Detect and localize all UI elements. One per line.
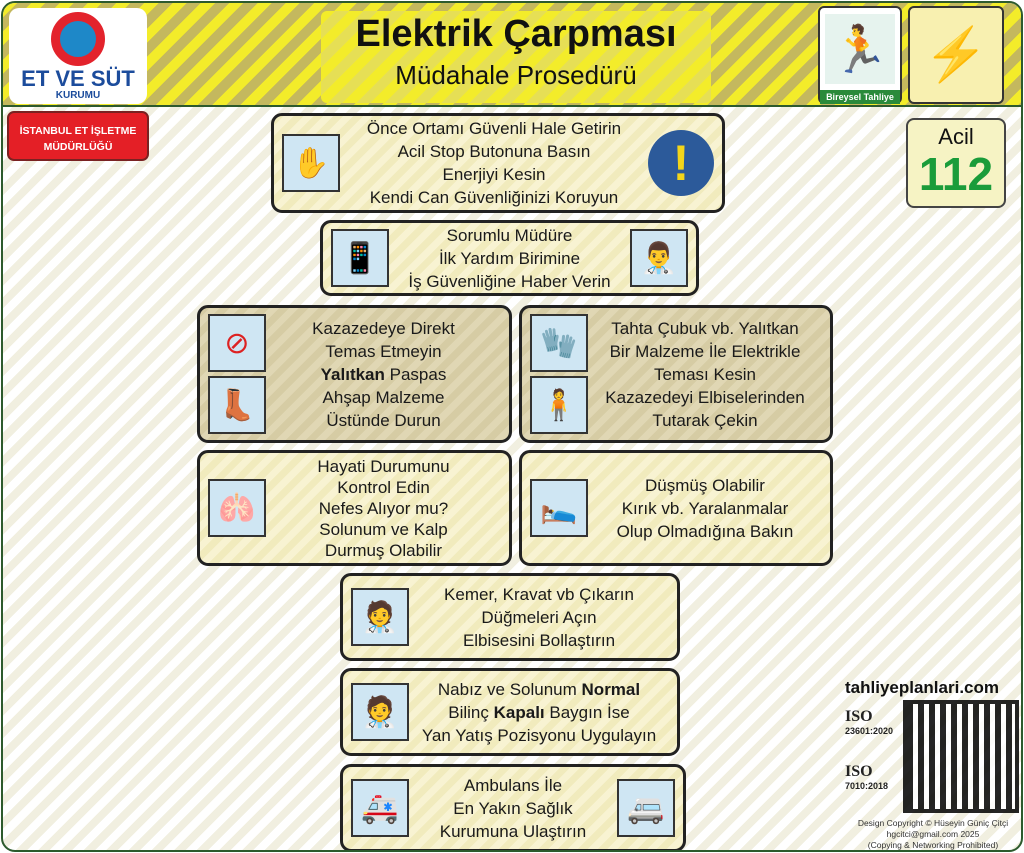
step-card: ✋ Önce Ortamı Güvenli Hale Getirin Acil …: [271, 113, 725, 213]
step-text: Önce Ortamı Güvenli Hale Getirin Acil St…: [340, 117, 648, 209]
insulating-glove-icon: 🧤: [530, 314, 588, 372]
step-line: Düşmüş Olabilir: [645, 475, 765, 495]
step-line: Hayati Durumunu: [317, 456, 450, 476]
step-line: Enerjiyi Kesin: [442, 165, 546, 184]
running-man-icon: 🏃: [825, 14, 895, 84]
step-card: 🧤🧍 Tahta Çubuk vb. Yalıtkan Bir Malzeme …: [519, 305, 833, 443]
step-bold: Kapalı: [493, 702, 545, 722]
step-line: Önce Ortamı Güvenli Hale Getirin: [366, 119, 622, 138]
step-card: 🛌 Düşmüş Olabilir Kırık vb. Yaralanmalar…: [519, 450, 833, 566]
step-line: Solunum ve Kalp: [319, 519, 448, 539]
step-line: Nefes Alıyor mu?: [318, 498, 449, 518]
step-card: ⊘👢 Kazazedeye Direkt Temas Etmeyin Yalıt…: [197, 305, 512, 443]
emergency-number: Acil 112: [906, 118, 1006, 208]
step-line: Kurumuna Ulaştırın: [439, 821, 587, 841]
emergency-stop-icon: ✋: [282, 134, 340, 192]
step-line: Kemer, Kravat vb Çıkarın: [444, 584, 634, 604]
step-text: Düşmüş Olabilir Kırık vb. Yaralanmalar O…: [588, 474, 822, 543]
department-line: İSTANBUL ET İŞLETME: [19, 125, 137, 137]
step-text: Nabız ve Solunum Normal Bilinç Kapalı Ba…: [409, 678, 669, 747]
copyright: Design Copyright © Hüseyin Güniç Çitçi h…: [843, 818, 1021, 850]
step-bold: Normal: [581, 679, 641, 699]
step-line: Tahta Çubuk vb. Yalıtkan: [611, 318, 799, 338]
evacuation-sign: 🏃 Bireysel Tahliye: [818, 6, 902, 104]
pull-victim-icon: 🧍: [530, 376, 588, 434]
step-line: Baygın İse: [549, 702, 630, 722]
step-line: Kazazedeyi Elbiselerinden: [605, 387, 805, 407]
step-line: Kontrol Edin: [337, 477, 430, 497]
step-text: Kemer, Kravat vb Çıkarın Düğmeleri Açın …: [409, 583, 669, 652]
step-text: Sorumlu Müdüre İlk Yardım Birimine İş Gü…: [389, 224, 630, 293]
step-line: Kırık vb. Yaralanmalar: [621, 498, 789, 518]
step-text: Kazazedeye Direkt Temas Etmeyin Yalıtkan…: [266, 317, 501, 432]
exclamation-icon: !: [648, 130, 714, 196]
evacuation-label: Bireysel Tahliye: [820, 90, 900, 104]
step-bold: Yalıtkan: [320, 364, 385, 384]
step-line: Bilinç: [448, 702, 489, 722]
step-line: Elbisesini Bollaştırın: [462, 630, 616, 650]
step-line: İş Güvenliğine Haber Verin: [408, 271, 611, 291]
step-text: Tahta Çubuk vb. Yalıtkan Bir Malzeme İle…: [588, 317, 822, 432]
iso-code: 23601:2020: [845, 726, 894, 736]
step-card: 📱 Sorumlu Müdüre İlk Yardım Birimine İş …: [320, 220, 699, 296]
stretcher-icon: 🚑: [351, 779, 409, 837]
emergency-label: Acil: [938, 124, 974, 149]
step-line: Olup Olmadığına Bakın: [616, 521, 794, 541]
emergency-number-value: 112: [918, 148, 994, 200]
step-line: Ahşap Malzeme: [322, 387, 445, 407]
step-line: Kazazedeye Direkt: [312, 318, 455, 338]
step-line: Ambulans İle: [463, 775, 563, 795]
logo-brand: ET VE SÜT: [21, 66, 135, 91]
step-card: 🫁 Hayati Durumunu Kontrol Edin Nefes Alı…: [197, 450, 512, 566]
qr-code-icon[interactable]: [903, 700, 1019, 813]
step-line: Kendi Can Güvenliğinizi Koruyun: [369, 188, 619, 207]
step-card: 🚑 Ambulans İle En Yakın Sağlık Kurumuna …: [340, 764, 686, 850]
step-line: İlk Yardım Birimine: [438, 248, 581, 268]
department-badge: İSTANBUL ET İŞLETME MÜDÜRLÜĞÜ: [7, 111, 149, 161]
step-line: Teması Kesin: [653, 364, 757, 384]
step-text: Hayati Durumunu Kontrol Edin Nefes Alıyo…: [266, 456, 501, 561]
step-line: Tutarak Çekin: [652, 410, 758, 430]
department-line: MÜDÜRLÜĞÜ: [43, 141, 113, 153]
logo-sub: KURUMU: [55, 90, 101, 101]
check-breathing-icon: 🫁: [208, 479, 266, 537]
step-line: Durmuş Olabilir: [324, 540, 443, 560]
page-subtitle: Müdahale Prosedürü: [395, 60, 637, 90]
step-line: Temas Etmeyin: [325, 341, 442, 361]
step-card: 🧑‍⚕️ Nabız ve Solunum Normal Bilinç Kapa…: [340, 668, 680, 756]
step-card: 🧑‍⚕️ Kemer, Kravat vb Çıkarın Düğmeleri …: [340, 573, 680, 661]
step-line: Yan Yatış Pozisyonu Uygulayın: [421, 725, 657, 745]
step-text: Ambulans İle En Yakın Sağlık Kurumuna Ul…: [409, 774, 617, 843]
title-box: Elektrik Çarpması Müdahale Prosedürü: [321, 11, 711, 103]
step-line: Düğmeleri Açın: [481, 607, 597, 627]
loosen-clothing-icon: 🧑‍⚕️: [351, 588, 409, 646]
copyright-line: Design Copyright © Hüseyin Güniç Çitçi: [857, 818, 1009, 828]
recovery-position-icon: 🧑‍⚕️: [351, 683, 409, 741]
iso-logo: ISO: [845, 763, 873, 780]
step-line: Paspas: [389, 364, 447, 384]
copyright-email: hgcitci@gmail.com 2025: [886, 829, 980, 839]
logo-emblem-icon: [51, 12, 105, 66]
phone-call-icon: 📱: [331, 229, 389, 287]
insulated-boot-icon: 👢: [208, 376, 266, 434]
step-line: Üstünde Durun: [326, 410, 441, 430]
iso-code: 7010:2018: [845, 781, 889, 791]
ambulance-icon: 🚐: [617, 779, 675, 837]
step-line: En Yakın Sağlık: [453, 798, 573, 818]
page-title: Elektrik Çarpması: [355, 13, 677, 55]
iso-logo: ISO: [845, 708, 873, 725]
copyright-note: (Copying & Networking Prohibited): [867, 840, 999, 850]
step-line: Nabız ve Solunum: [437, 679, 577, 699]
step-line: Acil Stop Butonuna Basın: [397, 142, 591, 161]
step-line: Sorumlu Müdüre: [446, 225, 573, 245]
doctor-icon: 👨‍⚕️: [630, 229, 688, 287]
no-touch-icon: ⊘: [208, 314, 266, 372]
step-line: Bir Malzeme İle Elektrikle: [609, 341, 801, 361]
logo: ET VE SÜT KURUMU: [9, 8, 147, 104]
electric-shock-icon: ⚡: [908, 6, 1004, 104]
fallen-person-icon: 🛌: [530, 479, 588, 537]
website-link: tahliyeplanlari.com: [845, 678, 999, 697]
